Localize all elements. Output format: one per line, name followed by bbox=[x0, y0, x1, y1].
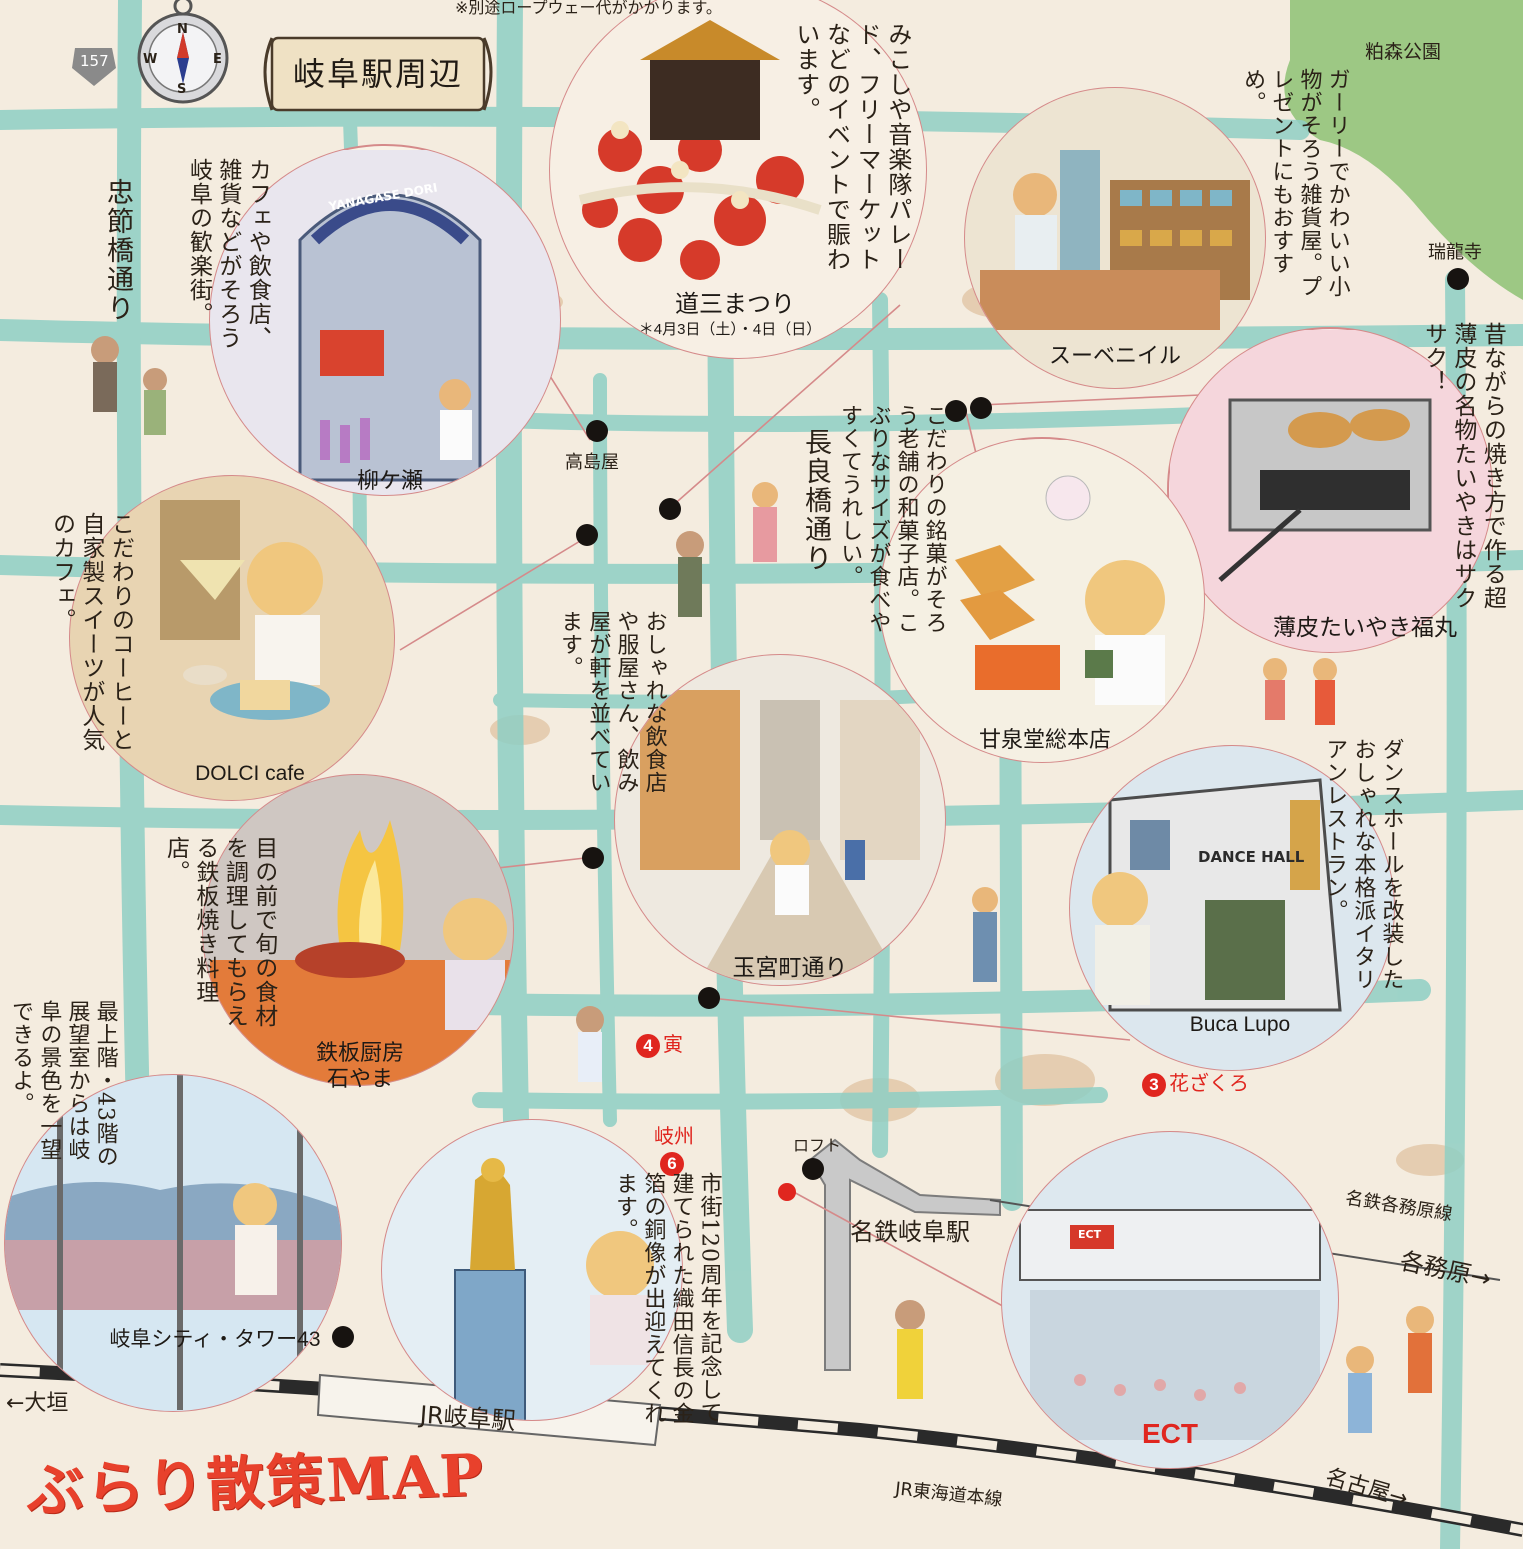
dosan-bubble bbox=[549, 0, 927, 359]
to-ogaki: ←大垣 bbox=[6, 1391, 69, 1416]
loft-marker[interactable] bbox=[802, 1158, 824, 1180]
park-label: 粕森公園 bbox=[1365, 41, 1442, 63]
buca-building-sign: DANCE HALL bbox=[1198, 848, 1305, 866]
map-title: ぶらり散策MAP bbox=[25, 1441, 487, 1525]
tower-name: 岐阜シティ・タワー43 bbox=[109, 1328, 321, 1351]
kansendo-bubble bbox=[879, 437, 1205, 763]
meitetsu-station-label: 名鉄岐阜駅 bbox=[850, 1218, 970, 1246]
taiyaki-name: 薄皮たいやき福丸 bbox=[1273, 614, 1457, 640]
shop-hanazakuro-name: 花ざくろ bbox=[1169, 1071, 1249, 1095]
kansendo-desc: こだわりの銘菓がそろう老舗の和菓子店。こぶりなサイズが食べやすくてうれしい。 bbox=[837, 404, 947, 634]
ishiyama-marker[interactable] bbox=[582, 847, 604, 869]
people-figures bbox=[91, 336, 1434, 1433]
shop-tora-number: 4 bbox=[636, 1034, 660, 1058]
dolci-desc: こだわりのコーヒーと自家製スイーツが人気のカフェ。 bbox=[48, 512, 134, 752]
tamamiya-desc: おしゃれな飲食店や服屋さん、飲み屋が軒を並べています。 bbox=[557, 610, 667, 794]
yanagase-bubble bbox=[209, 144, 561, 496]
compass bbox=[137, 0, 229, 104]
compass-letter-n: N bbox=[177, 22, 188, 37]
dolci-marker[interactable] bbox=[576, 524, 598, 546]
dolci-name: DOLCI cafe bbox=[195, 762, 305, 785]
dolci-bubble bbox=[69, 475, 395, 801]
taiyaki-bubble bbox=[1167, 327, 1493, 653]
nobunaga-bubble bbox=[381, 1119, 683, 1421]
ishiyama-bubble bbox=[202, 774, 514, 1086]
nobunaga-desc: 市街120周年を記念して建てられた織田信長の金箔の銅像が出迎えてくれます。 bbox=[612, 1172, 722, 1425]
shop-hanazakuro-number: 3 bbox=[1142, 1073, 1166, 1097]
shop-gishu-number[interactable]: 6 bbox=[660, 1152, 684, 1176]
souvenir-bubble bbox=[964, 87, 1266, 389]
compass-letter-s: S bbox=[177, 82, 187, 97]
souvenir-name: スーベニイル bbox=[1048, 343, 1181, 368]
ect-building-sign: ECT bbox=[1078, 1228, 1102, 1241]
tamamiya-name: 玉宮町通り bbox=[732, 954, 848, 980]
yanagase-desc: カフェや飲食店、雑貨などがそろう岐阜の歓楽街。 bbox=[185, 158, 271, 350]
kansendo-marker[interactable] bbox=[970, 397, 992, 419]
area-title: 岐阜駅周辺 bbox=[262, 34, 494, 114]
compass-letter-w: W bbox=[143, 52, 158, 67]
shop-tora-name: 寅 bbox=[663, 1032, 683, 1056]
kansendo-name: 甘泉堂総本店 bbox=[978, 727, 1111, 752]
buca-name: Buca Lupo bbox=[1189, 1013, 1291, 1036]
ishiyama-desc: 目の前で旬の食材を調理してもらえる鉄板焼き料理店。 bbox=[162, 836, 277, 1028]
title-scroll bbox=[263, 36, 493, 112]
kasamori-park bbox=[1284, 0, 1523, 300]
dosan-note: ＊4月3日（土）・4日（日） bbox=[638, 321, 822, 338]
tower-marker[interactable] bbox=[332, 1326, 354, 1348]
route-badge: 157 bbox=[80, 52, 109, 70]
route-shield bbox=[72, 48, 116, 86]
tora-marker[interactable] bbox=[698, 987, 720, 1009]
ishiyama-name: 鉄板厨房 石やま bbox=[315, 1040, 404, 1092]
top-note: ※別途ロープウェー代がかかります。 bbox=[455, 0, 722, 17]
shop-gishu-name[interactable]: 岐州 bbox=[654, 1124, 694, 1148]
meitetsu-platform bbox=[808, 1138, 1001, 1371]
yanagase-name: 柳ケ瀬 bbox=[356, 468, 423, 493]
nobunaga-marker[interactable] bbox=[778, 1183, 796, 1201]
road-label-nagara: 長良橋通り bbox=[800, 428, 831, 573]
road-label-chusetsu: 忠節橋通り bbox=[102, 178, 133, 323]
dosan-desc: みこしや音楽隊パレード、フリーマーケットなどのイベントで賑わいます。 bbox=[791, 22, 912, 272]
buca-bubble bbox=[1069, 745, 1395, 1071]
tamamiya-bubble bbox=[614, 654, 946, 986]
ect-name: ECT bbox=[1142, 1418, 1198, 1449]
tower-bubble bbox=[4, 1074, 342, 1412]
souvenir-marker[interactable] bbox=[945, 400, 967, 422]
zuiryuji-label: 瑞龍寺 bbox=[1428, 242, 1482, 263]
takashimaya-marker[interactable] bbox=[586, 420, 608, 442]
zuiryuji-marker[interactable] bbox=[1447, 268, 1469, 290]
dosan-name: 道三まつり bbox=[675, 291, 795, 318]
souvenir-desc: ガーリーでかわいい小物がそろう雑貨屋。プレゼントにもおすすめ。 bbox=[1240, 68, 1350, 298]
loft-label: ロフト bbox=[793, 1136, 842, 1155]
callout-leaders bbox=[399, 304, 1201, 1311]
tower-desc: 最上階・43階の展望室からは岐阜の景色を一望できるよ。 bbox=[8, 1000, 118, 1168]
buca-desc: ダンスホールを改装したおしゃれな本格派イタリアンレストラン。 bbox=[1322, 738, 1404, 991]
taiyaki-desc: 昔ながらの焼き方で作る超薄皮の名物たいやきはサクサク！ bbox=[1420, 322, 1506, 610]
ect-bubble bbox=[1001, 1131, 1339, 1469]
area-title-text: 岐阜駅周辺 bbox=[292, 55, 463, 93]
dosan-marker[interactable] bbox=[659, 498, 681, 520]
compass-letter-e: E bbox=[213, 52, 222, 67]
shop-gishu-number-wrap: 6 bbox=[660, 1152, 687, 1176]
takashimaya-label: 高島屋 bbox=[565, 452, 619, 473]
